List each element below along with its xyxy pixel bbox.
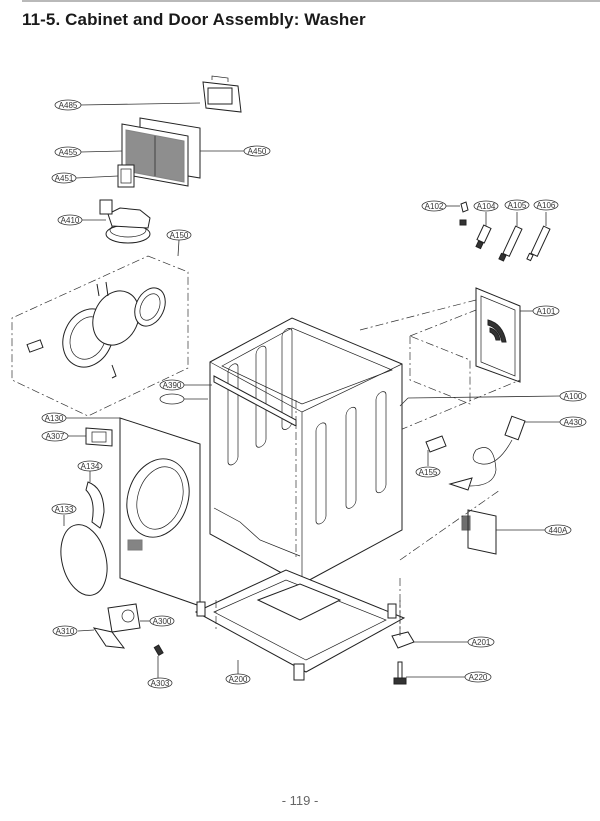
part-a104-valve bbox=[475, 224, 492, 250]
callout-440a: 440A bbox=[544, 524, 572, 536]
callout-a390: A390 bbox=[159, 379, 185, 391]
callout-a451: A451 bbox=[51, 172, 77, 184]
part-a450-a455-panel bbox=[121, 117, 201, 187]
part-a150-door-group bbox=[11, 255, 189, 417]
part-a155-cap bbox=[425, 435, 447, 453]
top-rule bbox=[22, 0, 600, 2]
svg-text:A220: A220 bbox=[469, 673, 488, 682]
callout-a155: A155 bbox=[415, 466, 441, 478]
callout-a201: A201 bbox=[467, 636, 495, 648]
callout-a100: A100 bbox=[559, 390, 587, 402]
callout-a101: A101 bbox=[532, 305, 560, 317]
callout-a106: A106 bbox=[533, 199, 559, 211]
callout-a150: A150 bbox=[166, 229, 192, 241]
svg-text:A105: A105 bbox=[508, 201, 527, 210]
svg-text:A390: A390 bbox=[163, 381, 182, 390]
part-a101-rear-cover bbox=[475, 287, 521, 383]
svg-text:A104: A104 bbox=[477, 202, 496, 211]
rear-projection-lines bbox=[359, 299, 521, 431]
svg-text:A307: A307 bbox=[46, 432, 65, 441]
part-a133-ring bbox=[60, 524, 108, 596]
page-title: 11-5. Cabinet and Door Assembly: Washer bbox=[22, 10, 366, 29]
svg-text:A150: A150 bbox=[170, 231, 189, 240]
callout-a430: A430 bbox=[559, 416, 587, 428]
callout-a455: A455 bbox=[54, 146, 82, 158]
part-a303-screw bbox=[153, 644, 164, 657]
part-a134-hinge bbox=[85, 481, 105, 529]
part-a430-power-cord bbox=[448, 415, 526, 491]
part-a220-leveling-foot bbox=[393, 661, 407, 685]
svg-text:A200: A200 bbox=[229, 675, 248, 684]
svg-text:440A: 440A bbox=[549, 526, 568, 535]
callout-a303: A303 bbox=[147, 677, 173, 689]
svg-text:A410: A410 bbox=[61, 216, 80, 225]
page-number: - 119 - bbox=[281, 793, 319, 808]
part-a310-a300-cover bbox=[92, 603, 141, 649]
svg-text:A133: A133 bbox=[55, 505, 74, 514]
part-a200-base bbox=[194, 400, 406, 681]
svg-text:A450: A450 bbox=[248, 147, 267, 156]
svg-text:A485: A485 bbox=[59, 101, 78, 110]
part-a100-cabinet bbox=[209, 317, 403, 585]
svg-text:A130: A130 bbox=[45, 414, 64, 423]
part-a105-valve bbox=[498, 225, 523, 262]
callout-a200: A200 bbox=[225, 673, 251, 685]
svg-text:A455: A455 bbox=[59, 148, 78, 157]
part-a485-pcb-housing bbox=[202, 75, 242, 113]
callout-a134: A134 bbox=[77, 460, 103, 472]
svg-text:A303: A303 bbox=[151, 679, 170, 688]
part-a106-valve bbox=[526, 225, 551, 262]
part-a451-bracket bbox=[117, 164, 135, 188]
part-a307-handle bbox=[85, 427, 113, 447]
part-a102-clip bbox=[459, 201, 469, 226]
svg-text:A100: A100 bbox=[564, 392, 583, 401]
svg-text:A134: A134 bbox=[81, 462, 100, 471]
svg-text:A102: A102 bbox=[425, 202, 444, 211]
callout-a485: A485 bbox=[54, 99, 82, 111]
svg-text:A310: A310 bbox=[56, 627, 75, 636]
leader-lines bbox=[63, 102, 561, 678]
callout-a410: A410 bbox=[57, 214, 83, 226]
callout-a105: A105 bbox=[504, 199, 530, 211]
callout-blank bbox=[159, 393, 185, 405]
callout-a104: A104 bbox=[473, 200, 499, 212]
part-a130-front-panel bbox=[119, 417, 201, 607]
callout-a307: A307 bbox=[41, 430, 69, 442]
part-440a-noise-filter bbox=[399, 489, 501, 561]
svg-text:A155: A155 bbox=[419, 468, 438, 477]
svg-text:A430: A430 bbox=[564, 418, 583, 427]
svg-text:A106: A106 bbox=[537, 201, 556, 210]
callout-a130: A130 bbox=[41, 412, 67, 424]
callout-a450: A450 bbox=[243, 145, 271, 157]
callout-a220: A220 bbox=[464, 671, 492, 683]
part-a410-pump bbox=[99, 199, 151, 244]
callout-a133: A133 bbox=[51, 503, 77, 515]
svg-text:A101: A101 bbox=[537, 307, 556, 316]
callout-a310: A310 bbox=[52, 625, 78, 637]
svg-text:A451: A451 bbox=[55, 174, 74, 183]
svg-text:A300: A300 bbox=[153, 617, 172, 626]
callout-a300: A300 bbox=[149, 615, 175, 627]
svg-text:A201: A201 bbox=[472, 638, 491, 647]
callout-a102: A102 bbox=[421, 200, 447, 212]
